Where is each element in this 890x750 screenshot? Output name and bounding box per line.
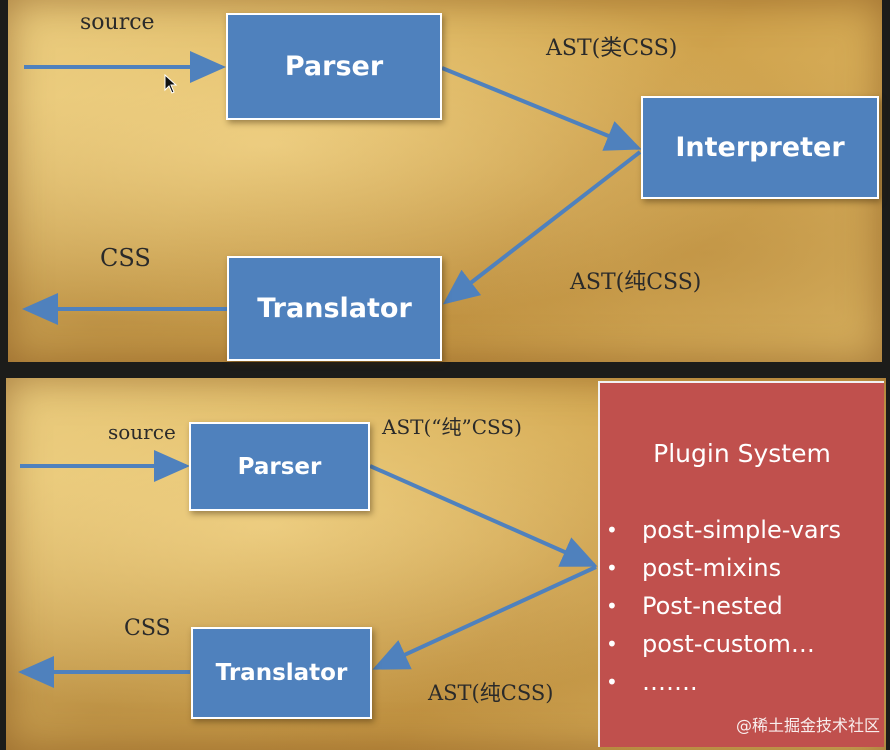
bullet-icon: • [606, 556, 618, 580]
bottom-css-label: CSS [124, 616, 171, 641]
top-ast-pure-css-label: AST(纯CSS) [570, 270, 702, 295]
plugin-system-title: Plugin System [653, 439, 831, 468]
bullet-icon: • [606, 518, 618, 542]
top-parser-box: Parser [226, 13, 442, 120]
bullet-icon: • [606, 632, 618, 656]
top-interpreter-to-translator-arrow [442, 150, 642, 305]
bottom-ast-pure-css-label: AST(纯CSS) [428, 681, 554, 705]
watermark-text: @稀土掘金技术社区 [735, 716, 880, 735]
bullet-icon: • [606, 594, 618, 618]
bottom-plugin-to-translator-arrow [372, 565, 597, 670]
top-parser-to-interpreter-arrow [441, 66, 642, 151]
plugin-list-item: •post-mixins [606, 549, 841, 587]
bottom-source-label: source [108, 420, 176, 444]
mouse-cursor-icon [164, 74, 178, 94]
plugin-list-item: •Post-nested [606, 587, 841, 625]
bottom-translator-box: Translator [191, 627, 372, 719]
top-ast-css-like-label: AST(类CSS) [546, 36, 678, 61]
top-interpreter-box: Interpreter [641, 96, 879, 199]
plugin-list-item: •post-custom… [606, 625, 841, 663]
top-translator-box: Translator [227, 256, 442, 361]
top-source-label: source [80, 10, 155, 35]
plugin-system-panel: Plugin System •post-simple-vars •post-mi… [598, 381, 884, 747]
plugin-list-item: •post-simple-vars [606, 511, 841, 549]
bullet-icon: • [606, 670, 618, 694]
bottom-ast-quoted-pure-css-label: AST(“纯”CSS) [382, 415, 522, 439]
bottom-parser-box: Parser [189, 422, 370, 511]
plugin-list-item: •……. [606, 663, 841, 701]
plugin-list: •post-simple-vars •post-mixins •Post-nes… [606, 511, 841, 701]
bottom-parser-to-plugin-arrow [369, 464, 598, 567]
top-css-label: CSS [100, 244, 151, 272]
